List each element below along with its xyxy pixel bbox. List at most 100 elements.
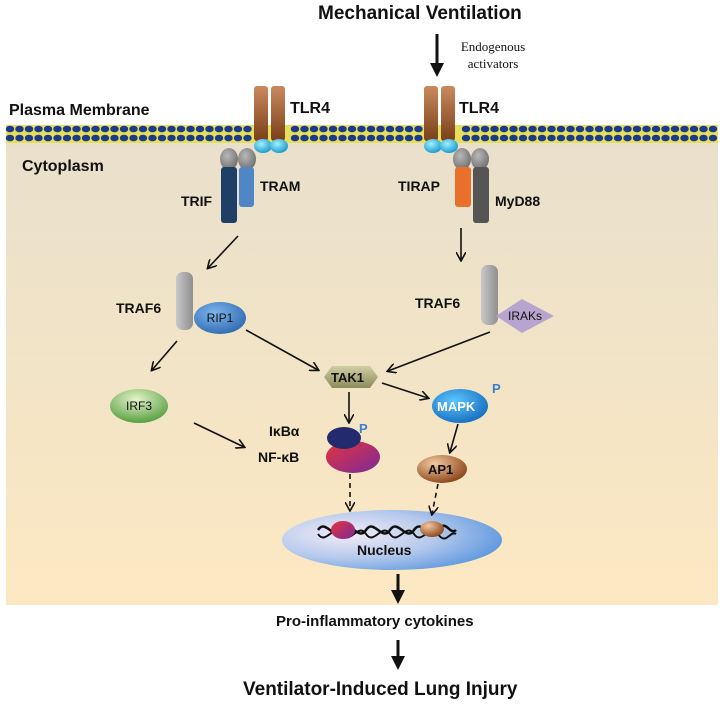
membrane-lipid-head	[100, 134, 110, 142]
membrane-lipid-head	[404, 134, 414, 142]
nucleus	[282, 510, 502, 570]
membrane-lipid-head	[157, 134, 167, 142]
membrane-lipid-head	[480, 125, 490, 133]
trif-tram-adaptor	[220, 148, 256, 223]
tlr4-left-label: TLR4	[290, 100, 330, 117]
membrane-lipid-head	[34, 125, 43, 133]
mapk-phospho: P	[492, 381, 501, 396]
membrane-lipid-head	[53, 125, 62, 133]
membrane-lipid-head	[575, 125, 585, 133]
nfkb-bound-dna	[331, 521, 355, 539]
membrane-lipid-head	[43, 125, 53, 133]
membrane-lipid-head	[461, 134, 471, 142]
plasma-membrane-label: Plasma Membrane	[9, 102, 150, 119]
membrane-lipid-head	[81, 134, 91, 142]
membrane-lipid-head	[309, 134, 319, 142]
membrane-lipid-head	[309, 125, 319, 133]
membrane-lipid-head	[5, 134, 15, 142]
membrane-lipid-head	[186, 134, 195, 142]
membrane-lipid-head	[129, 134, 138, 142]
cytoplasm-label: Cytoplasm	[22, 158, 104, 175]
membrane-lipid-head	[642, 125, 651, 133]
membrane-lipid-head	[547, 125, 556, 133]
membrane-lipid-head	[604, 125, 613, 133]
title-mechanical-ventilation: Mechanical Ventilation	[318, 3, 522, 24]
mapk-label: MAPK	[437, 399, 476, 414]
membrane-lipid-head	[15, 125, 24, 133]
membrane-lipid-head	[119, 134, 129, 142]
rip1-label: RIP1	[206, 311, 234, 325]
membrane-lipid-head	[670, 134, 680, 142]
membrane-lipid-head	[518, 125, 528, 133]
nucleus-label: Nucleus	[357, 542, 412, 558]
ap1-bound-dna	[420, 521, 444, 537]
irf3-label: IRF3	[125, 399, 152, 413]
membrane-lipid-head	[471, 125, 480, 133]
membrane-lipid-head	[34, 134, 43, 142]
membrane-lipid-head	[585, 125, 594, 133]
tram-label: TRAM	[260, 178, 301, 194]
membrane-lipid-head	[119, 125, 129, 133]
membrane-lipid-head	[328, 134, 338, 142]
membrane-lipid-head	[537, 125, 547, 133]
membrane-lipid-head	[499, 134, 509, 142]
membrane-lipid-head	[385, 134, 395, 142]
stimulus-line-1: Endogenous	[460, 39, 526, 54]
membrane-lipid-head	[575, 134, 585, 142]
membrane-lipid-head	[110, 134, 119, 142]
membrane-lipid-head	[376, 134, 385, 142]
membrane-lipid-head	[290, 125, 300, 133]
membrane-lipid-head	[357, 134, 366, 142]
plasma-membrane	[5, 125, 718, 143]
tlr4-right-label: TLR4	[459, 100, 499, 117]
membrane-lipid-head	[613, 134, 623, 142]
membrane-lipid-head	[414, 125, 423, 133]
membrane-lipid-head	[699, 134, 708, 142]
nfkb-protein	[326, 441, 380, 473]
membrane-lipid-head	[509, 134, 518, 142]
tlr4-receptor-right	[424, 86, 458, 153]
traf6-right-label: TRAF6	[415, 295, 461, 311]
ap1-label: AP1	[428, 462, 454, 477]
membrane-lipid-head	[167, 134, 176, 142]
membrane-lipid-head	[471, 134, 480, 142]
membrane-lipid-head	[680, 134, 689, 142]
membrane-lipid-head	[205, 125, 214, 133]
membrane-lipid-head	[651, 134, 661, 142]
membrane-lipid-head	[91, 125, 100, 133]
membrane-lipid-head	[566, 125, 575, 133]
membrane-lipid-head	[509, 125, 518, 133]
membrane-lipid-head	[366, 134, 376, 142]
membrane-lipid-head	[72, 134, 81, 142]
iraks-label: IRAKs	[507, 309, 542, 323]
membrane-lipid-head	[556, 134, 566, 142]
membrane-lipid-head	[224, 134, 233, 142]
membrane-lipid-head	[338, 134, 347, 142]
membrane-lipid-head	[300, 125, 309, 133]
membrane-lipid-head	[661, 134, 670, 142]
membrane-lipid-head	[138, 134, 148, 142]
mapk-protein	[432, 389, 488, 423]
membrane-lipid-head	[642, 134, 651, 142]
tlr4-receptor-left	[254, 86, 288, 153]
membrane-lipid-head	[205, 134, 214, 142]
bold-arrows	[391, 34, 444, 670]
membrane-lipid-head	[490, 125, 499, 133]
signaling-arrows	[152, 228, 491, 514]
outcome-label: Ventilator-Induced Lung Injury	[243, 679, 518, 700]
membrane-lipid-head	[623, 134, 632, 142]
ikba-label: IκBα	[269, 423, 300, 439]
rip1-protein	[194, 302, 246, 334]
membrane-lipid-head	[594, 125, 604, 133]
membrane-lipid-head	[243, 125, 252, 133]
membrane-lipid-head	[347, 134, 357, 142]
membrane-lipid-head	[91, 134, 100, 142]
myd88-protein	[473, 167, 489, 223]
membrane-lipid-head	[224, 125, 233, 133]
membrane-lipid-head	[613, 125, 623, 133]
membrane-lipid-head	[689, 125, 699, 133]
membrane-lipid-head	[566, 134, 575, 142]
trif-label: TRIF	[181, 193, 213, 209]
membrane-lipid-head	[680, 125, 689, 133]
membrane-lipid-head	[594, 134, 604, 142]
